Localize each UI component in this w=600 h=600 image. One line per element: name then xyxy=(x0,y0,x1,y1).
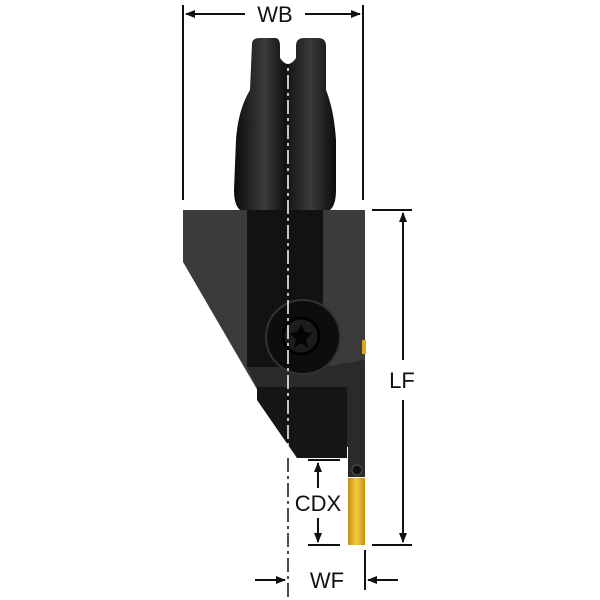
wb-label: WB xyxy=(257,2,292,27)
wf-label: WF xyxy=(310,568,344,593)
body-shade xyxy=(247,360,365,447)
insert-screw xyxy=(351,464,363,476)
lower-block xyxy=(257,387,347,458)
shank xyxy=(234,38,336,210)
lf-label: LF xyxy=(389,368,415,393)
cutting-insert xyxy=(348,478,365,545)
cdx-label: CDX xyxy=(295,491,342,516)
coolant-marker xyxy=(362,340,366,354)
torx-star-icon xyxy=(289,324,313,348)
